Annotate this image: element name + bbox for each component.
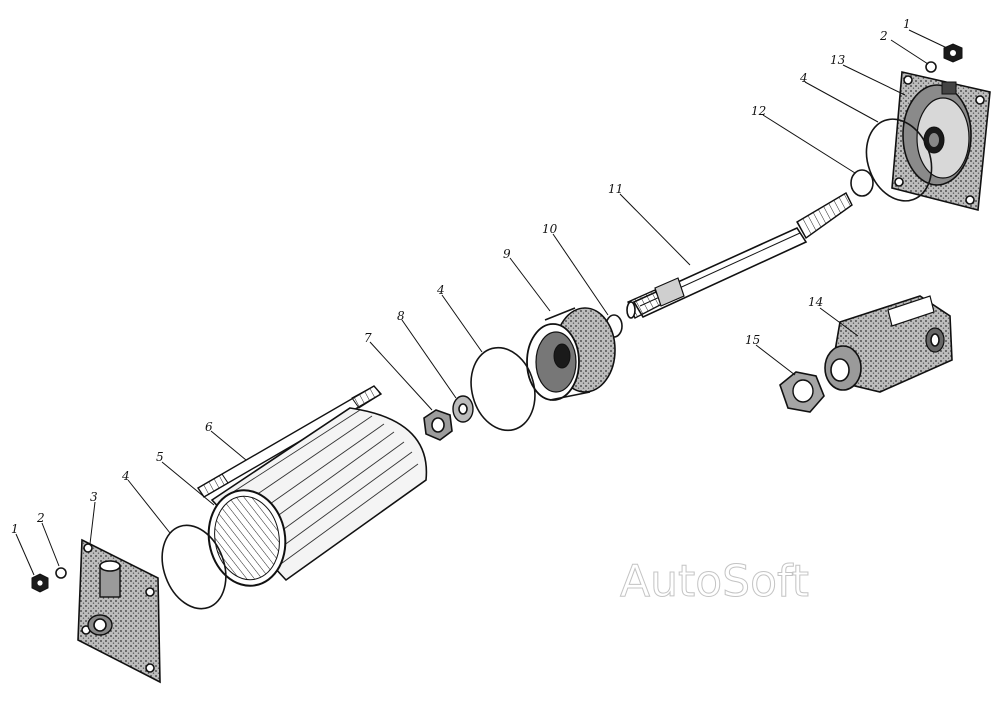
small-ring-part-12 <box>850 169 874 197</box>
o-ring-bottom-part-4 <box>161 524 227 610</box>
callout-2-top: 2 <box>879 29 888 43</box>
cylinder-barrel-part-5 <box>207 407 428 587</box>
leader-lines <box>15 29 948 576</box>
o-ring-middle-part-4 <box>470 346 536 432</box>
callout-4-middle: 4 <box>436 283 445 297</box>
callout-5: 5 <box>156 450 164 464</box>
hex-nut-part-7 <box>423 409 453 441</box>
leader-12 <box>762 114 856 174</box>
leader-5 <box>161 461 215 506</box>
callout-1-bottom: 1 <box>11 522 19 536</box>
callout-4-top: 4 <box>799 71 808 85</box>
callout-2-bottom: 2 <box>36 511 45 525</box>
callout-10: 10 <box>542 222 558 236</box>
washer-bottom-part-2 <box>55 567 67 579</box>
leader-2-bottom <box>41 522 60 567</box>
watermark-text: AutoSoft <box>620 556 810 608</box>
callout-6: 6 <box>205 420 213 434</box>
callout-labels: 1 2 13 4 12 11 10 9 14 15 4 8 7 6 5 4 3 … <box>11 17 911 536</box>
clevis-fork-part-14 <box>824 295 953 393</box>
callout-12: 12 <box>751 104 766 118</box>
leader-10 <box>552 233 609 316</box>
leader-13 <box>842 64 906 96</box>
leader-7 <box>369 341 433 411</box>
leader-11 <box>619 193 691 266</box>
callout-7: 7 <box>364 331 372 345</box>
end-cap-flange-part-3 <box>77 538 161 684</box>
leader-8 <box>401 319 457 399</box>
leader-4-middle <box>441 294 483 353</box>
callout-1-top: 1 <box>903 17 911 31</box>
o-ring-top-part-4 <box>865 118 933 202</box>
piston-part-9 <box>526 307 616 401</box>
piston-rod-part-11 <box>626 192 853 319</box>
tie-rod-part-6 <box>197 385 383 498</box>
callout-15: 15 <box>745 333 760 347</box>
callout-9: 9 <box>503 247 511 261</box>
leader-4-top <box>804 81 879 123</box>
end-cap-flange-part-13 <box>891 71 991 212</box>
leader-14 <box>819 307 859 337</box>
leader-1-top <box>908 29 948 49</box>
leader-4-bottom <box>127 479 171 534</box>
nut-top-part-1 <box>943 43 963 63</box>
callout-13: 13 <box>830 53 846 67</box>
leader-9 <box>509 257 551 312</box>
callout-4-bottom: 4 <box>121 469 130 483</box>
hex-nut-part-15 <box>779 371 825 413</box>
callout-8: 8 <box>397 309 405 323</box>
callout-14: 14 <box>808 295 823 309</box>
callout-3: 3 <box>90 490 98 504</box>
leader-2-top <box>890 39 929 65</box>
callout-11: 11 <box>608 182 623 196</box>
leader-1-bottom <box>15 533 35 576</box>
leader-15 <box>755 344 796 376</box>
leader-3 <box>89 501 96 545</box>
nut-bottom-part-1 <box>31 573 49 593</box>
washer-top-part-2 <box>925 61 937 73</box>
washer-part-8 <box>452 395 474 423</box>
leader-6 <box>210 430 247 461</box>
